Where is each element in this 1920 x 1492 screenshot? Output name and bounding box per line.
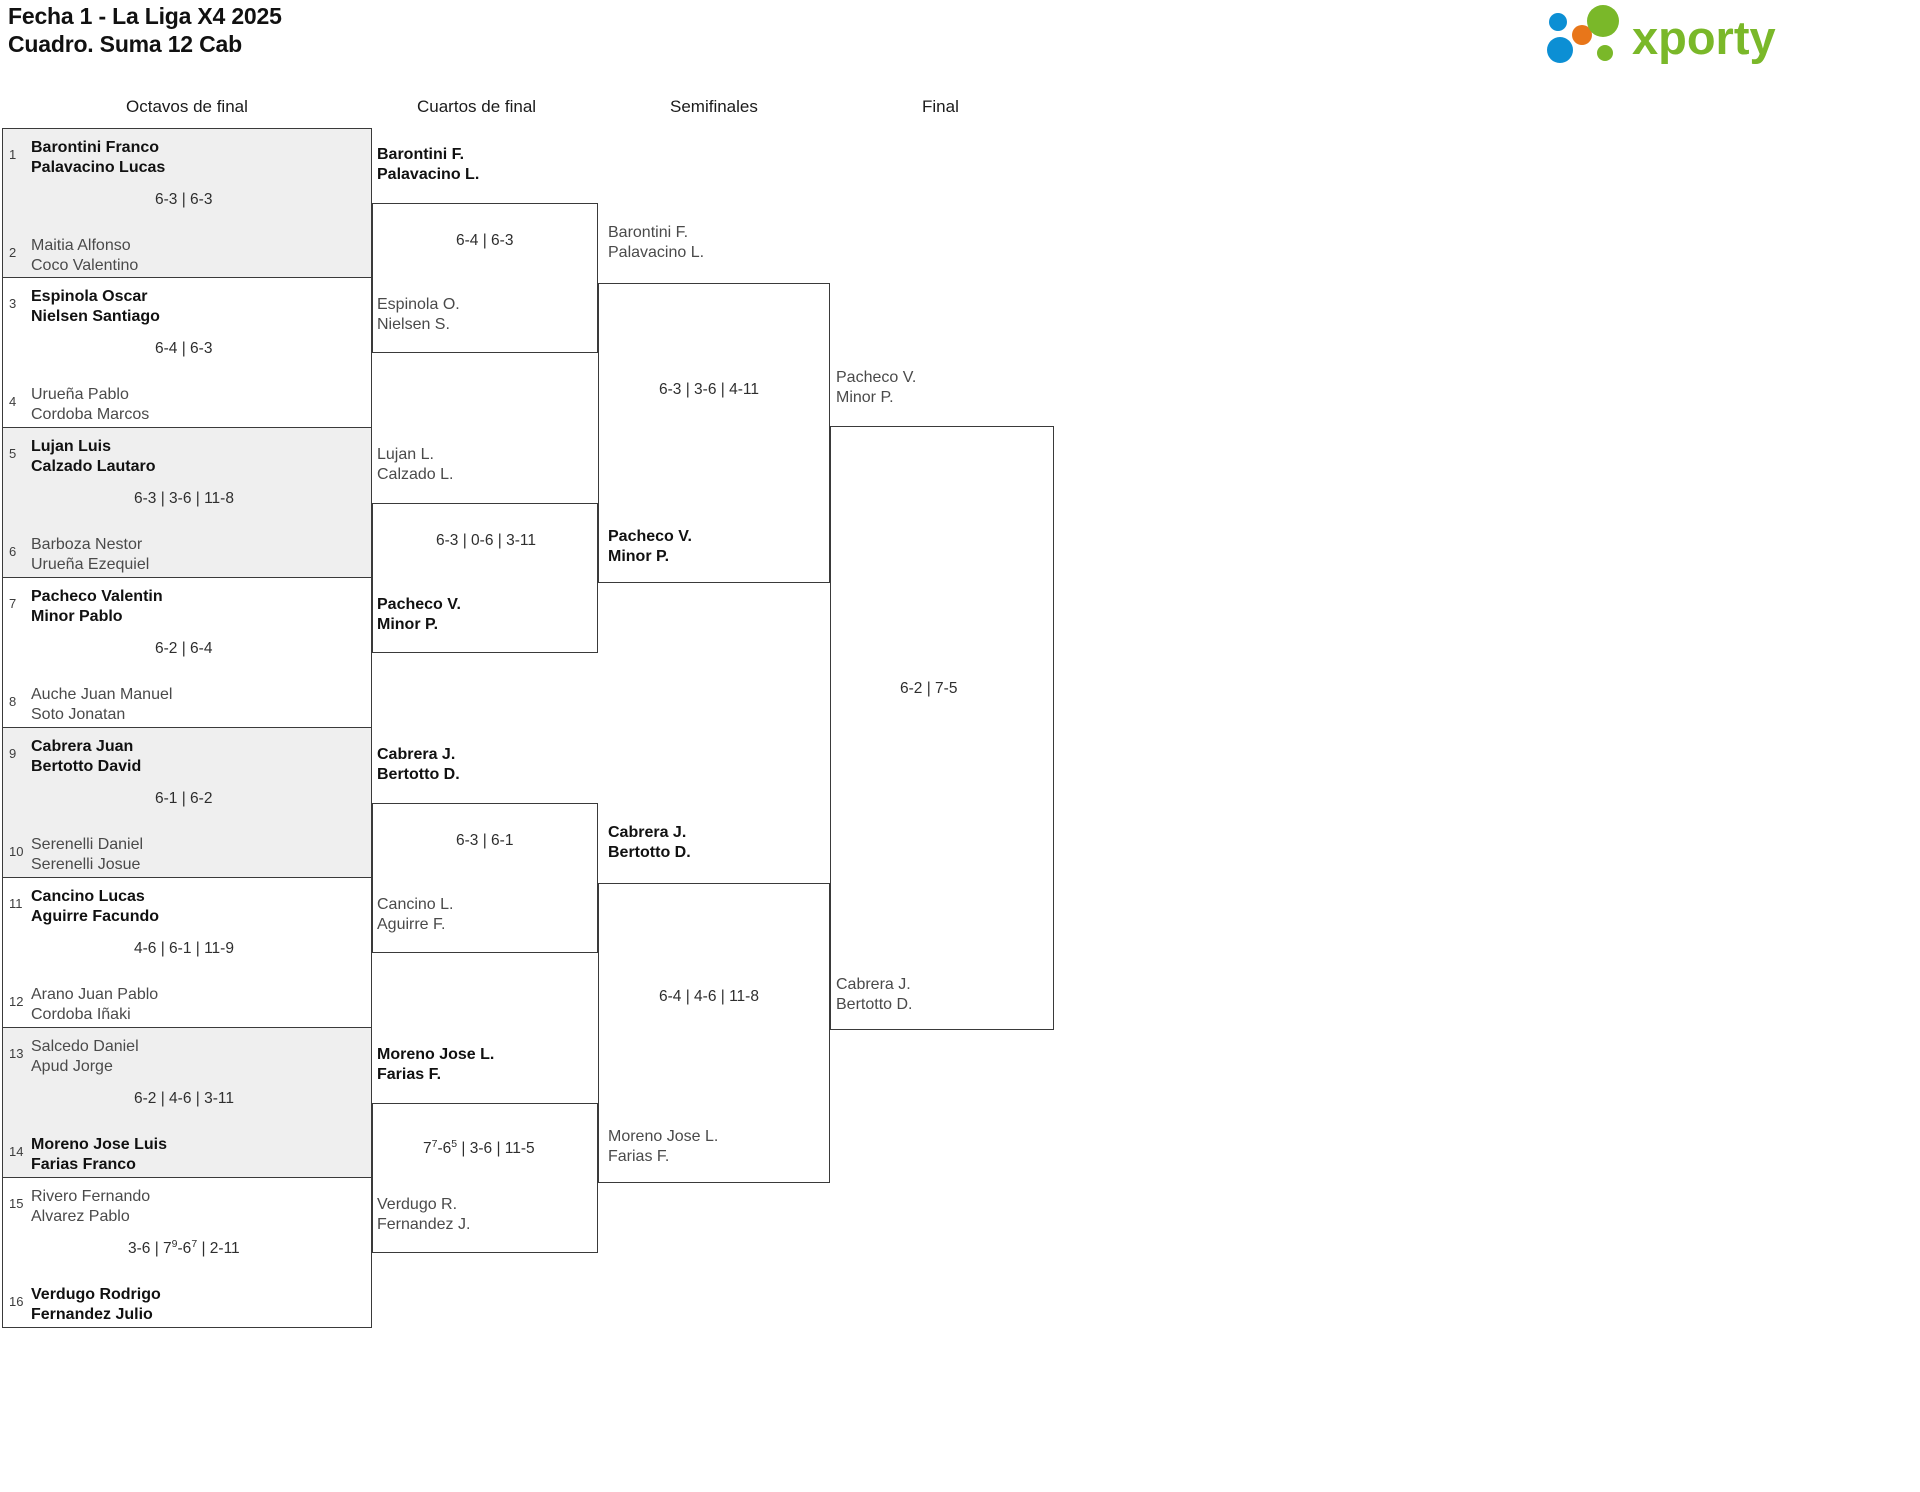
- qf-score-4: 77-65 | 3-6 | 11-5: [423, 1137, 535, 1157]
- qf-score-1: 6-4 | 6-3: [456, 232, 514, 249]
- qf-entry-1[interactable]: Barontini F. Palavacino L.: [377, 146, 480, 183]
- sf-entry-1[interactable]: Barontini F. Palavacino L.: [608, 224, 705, 261]
- seed-number: 15: [9, 1196, 24, 1211]
- match-score: 4-6 | 6-1 | 11-9: [134, 940, 234, 957]
- seed-number: 2: [9, 245, 17, 260]
- qf-entry-2[interactable]: Espinola O. Nielsen S.: [377, 296, 460, 333]
- seed-number: 5: [9, 446, 17, 461]
- match-score: 3-6 | 79-67 | 2-11: [128, 1237, 240, 1257]
- final-entry-1[interactable]: Pacheco V. Minor P.: [836, 369, 917, 406]
- page-header: Fecha 1 - La Liga X4 2025 Cuadro. Suma 1…: [0, 0, 1920, 92]
- team-name: Espinola Oscar Nielsen Santiago: [31, 288, 160, 325]
- seed-number: 9: [9, 746, 17, 761]
- match-score: 6-3 | 3-6 | 11-8: [134, 490, 234, 507]
- round-header-octavos: Octavos de final: [126, 97, 248, 116]
- qf-connector-2: [372, 503, 598, 653]
- sf-score-2: 6-4 | 4-6 | 11-8: [659, 988, 759, 1005]
- title-line-2: Cuadro. Suma 12 Cab: [8, 31, 242, 58]
- team-name: Lujan Luis Calzado Lautaro: [31, 438, 156, 475]
- round-header-semis: Semifinales: [670, 97, 758, 116]
- qf-connector-3: [372, 803, 598, 953]
- match-score: 6-1 | 6-2: [155, 790, 213, 807]
- team-name: Cabrera Juan Bertotto David: [31, 738, 142, 775]
- team-name: Barboza Nestor Urueña Ezequiel: [31, 536, 150, 573]
- sf-score-1: 6-3 | 3-6 | 4-11: [659, 381, 759, 398]
- final-entry-2[interactable]: Cabrera J. Bertotto D.: [836, 976, 913, 1013]
- seed-number: 8: [9, 694, 17, 709]
- r16-match-7[interactable]: 13 Salcedo Daniel Apud Jorge 6-2 | 4-6 |…: [2, 1028, 372, 1178]
- r16-match-2[interactable]: 3 Espinola Oscar Nielsen Santiago 6-4 | …: [2, 278, 372, 428]
- match-score: 6-4 | 6-3: [155, 340, 213, 357]
- team-name: Auche Juan Manuel Soto Jonatan: [31, 686, 173, 723]
- team-name: Serenelli Daniel Serenelli Josue: [31, 836, 144, 873]
- r16-match-5[interactable]: 9 Cabrera Juan Bertotto David 6-1 | 6-2 …: [2, 728, 372, 878]
- team-name: Verdugo Rodrigo Fernandez Julio: [31, 1286, 161, 1323]
- seed-number: 6: [9, 544, 17, 559]
- seed-number: 12: [9, 994, 24, 1009]
- sf-connector-1: [598, 283, 830, 583]
- round-header-cuartos: Cuartos de final: [417, 97, 537, 116]
- team-name: Arano Juan Pablo Cordoba Iñaki: [31, 986, 159, 1023]
- sf-entry-3[interactable]: Cabrera J. Bertotto D.: [608, 824, 691, 861]
- team-name: Maitia Alfonso Coco Valentino: [31, 237, 139, 274]
- team-name: Rivero Fernando Alvarez Pablo: [31, 1188, 151, 1225]
- final-score: 6-2 | 7-5: [900, 680, 958, 697]
- final-connector: [830, 426, 1054, 1030]
- seed-number: 14: [9, 1144, 24, 1159]
- logo-dots-icon: [1547, 5, 1619, 63]
- sf-entry-4[interactable]: Moreno Jose L. Farias F.: [608, 1128, 719, 1165]
- match-score: 6-2 | 6-4: [155, 640, 213, 657]
- team-name: Moreno Jose Luis Farias Franco: [31, 1136, 168, 1173]
- seed-number: 16: [9, 1294, 24, 1309]
- team-name: Urueña Pablo Cordoba Marcos: [31, 386, 150, 423]
- sf-entry-2[interactable]: Pacheco V. Minor P.: [608, 528, 692, 565]
- r16-match-1[interactable]: 1 Barontini Franco Palavacino Lucas 6-3 …: [2, 128, 372, 278]
- team-name: Pacheco Valentin Minor Pablo: [31, 588, 163, 625]
- qf-connector-4: [372, 1103, 598, 1253]
- seed-number: 11: [9, 896, 23, 911]
- logo-wordmark: xporty: [1632, 11, 1776, 64]
- match-score: 6-2 | 4-6 | 3-11: [134, 1090, 234, 1107]
- r16-match-8[interactable]: 15 Rivero Fernando Alvarez Pablo 3-6 | 7…: [2, 1178, 372, 1328]
- qf-entry-6[interactable]: Cancino L. Aguirre F.: [377, 896, 454, 933]
- seed-number: 7: [9, 596, 17, 611]
- qf-score-2: 6-3 | 0-6 | 3-11: [436, 532, 536, 549]
- seed-number: 4: [9, 394, 17, 409]
- seed-number: 3: [9, 296, 17, 311]
- sf-connector-2: [598, 883, 830, 1183]
- qf-score-3: 6-3 | 6-1: [456, 832, 514, 849]
- title-line-1: Fecha 1 - La Liga X4 2025: [8, 3, 282, 29]
- qf-entry-8[interactable]: Verdugo R. Fernandez J.: [377, 1196, 471, 1233]
- r16-match-3[interactable]: 5 Lujan Luis Calzado Lautaro 6-3 | 3-6 |…: [2, 428, 372, 578]
- seed-number: 1: [9, 147, 17, 162]
- qf-entry-5[interactable]: Cabrera J. Bertotto D.: [377, 746, 460, 783]
- team-name: Cancino Lucas Aguirre Facundo: [31, 888, 160, 925]
- seed-number: 10: [9, 844, 24, 859]
- xporty-logo: xporty: [1536, 4, 1906, 70]
- team-name: Salcedo Daniel Apud Jorge: [31, 1038, 139, 1075]
- qf-connector-1: [372, 203, 598, 353]
- round-header-final: Final: [922, 97, 959, 116]
- qf-entry-3[interactable]: Lujan L. Calzado L.: [377, 446, 454, 483]
- r16-match-6[interactable]: 11 Cancino Lucas Aguirre Facundo 4-6 | 6…: [2, 878, 372, 1028]
- seed-number: 13: [9, 1046, 24, 1061]
- page-title: Fecha 1 - La Liga X4 2025 Cuadro. Suma 1…: [8, 2, 282, 58]
- qf-entry-7[interactable]: Moreno Jose L. Farias F.: [377, 1046, 495, 1083]
- qf-entry-4[interactable]: Pacheco V. Minor P.: [377, 596, 461, 633]
- r16-match-4[interactable]: 7 Pacheco Valentin Minor Pablo 6-2 | 6-4…: [2, 578, 372, 728]
- match-score: 6-3 | 6-3: [155, 191, 213, 208]
- team-name: Barontini Franco Palavacino Lucas: [31, 139, 166, 176]
